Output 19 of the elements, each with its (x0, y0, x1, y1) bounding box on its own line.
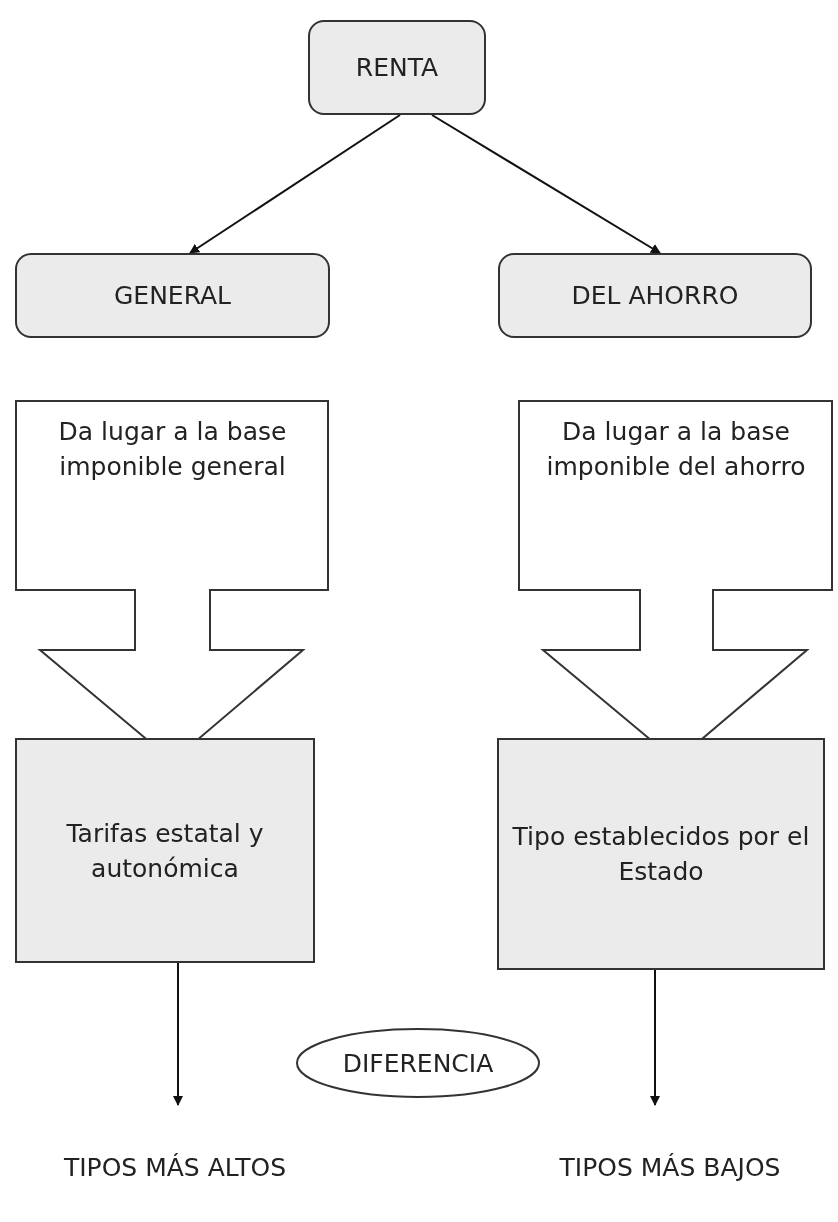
node-label: RENTA (355, 52, 439, 84)
process-box (308, 20, 486, 115)
arrow (189, 114, 401, 254)
node-label: Tipo establecidos por el Estado (511, 821, 811, 888)
arrow (650, 969, 660, 1106)
result-text: TIPOS MÁS BAJOS (559, 1152, 781, 1184)
node-label: DEL AHORRO (571, 280, 739, 312)
result-text: TIPOS MÁS ALTOS (63, 1152, 287, 1184)
node-label: GENERAL (113, 280, 232, 312)
arrow (173, 962, 183, 1106)
process-box (497, 738, 825, 970)
process-box (15, 738, 315, 963)
process-box (498, 253, 812, 338)
node-label: Da lugar a la base imponible del ahorro (545, 416, 807, 483)
node-label: Da lugar a la base imponible general (57, 416, 288, 483)
node-label: DIFERENCIA (342, 1047, 494, 1080)
arrow (431, 114, 661, 254)
process-box (15, 253, 330, 338)
node-label: Tarifas estatal y autonómica (65, 817, 265, 885)
